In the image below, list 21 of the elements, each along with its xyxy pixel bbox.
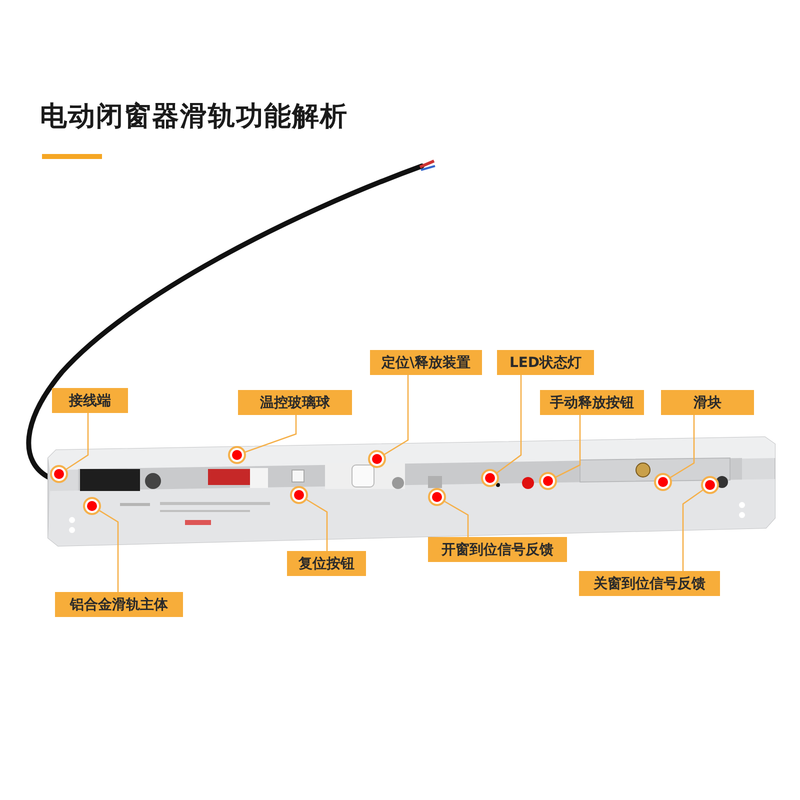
callout-label: 复位按钮 xyxy=(287,551,366,576)
leader-line xyxy=(654,415,695,491)
callout-label: 关窗到位信号反馈 xyxy=(579,571,720,596)
leader-line xyxy=(290,486,328,551)
callout-label: LED状态灯 xyxy=(497,350,594,375)
leader-line xyxy=(539,415,581,490)
leader-line xyxy=(50,413,89,483)
callout-label: 温控玻璃球 xyxy=(238,390,352,415)
callout-label: 铝合金滑轨主体 xyxy=(55,592,183,617)
callout-label: 手动释放按钮 xyxy=(540,390,644,415)
leader-line xyxy=(368,375,409,468)
leader-line xyxy=(228,415,297,464)
leader-line xyxy=(83,497,119,592)
callout-label: 滑块 xyxy=(661,390,754,415)
callout-label: 接线端 xyxy=(52,388,128,413)
callout-label: 定位\释放装置 xyxy=(370,350,482,375)
callout-label: 开窗到位信号反馈 xyxy=(428,537,567,562)
leader-line xyxy=(428,488,469,537)
leader-line xyxy=(682,476,719,571)
title: 电动闭窗器滑轨功能解析 xyxy=(40,100,348,134)
leader-line xyxy=(481,375,522,487)
